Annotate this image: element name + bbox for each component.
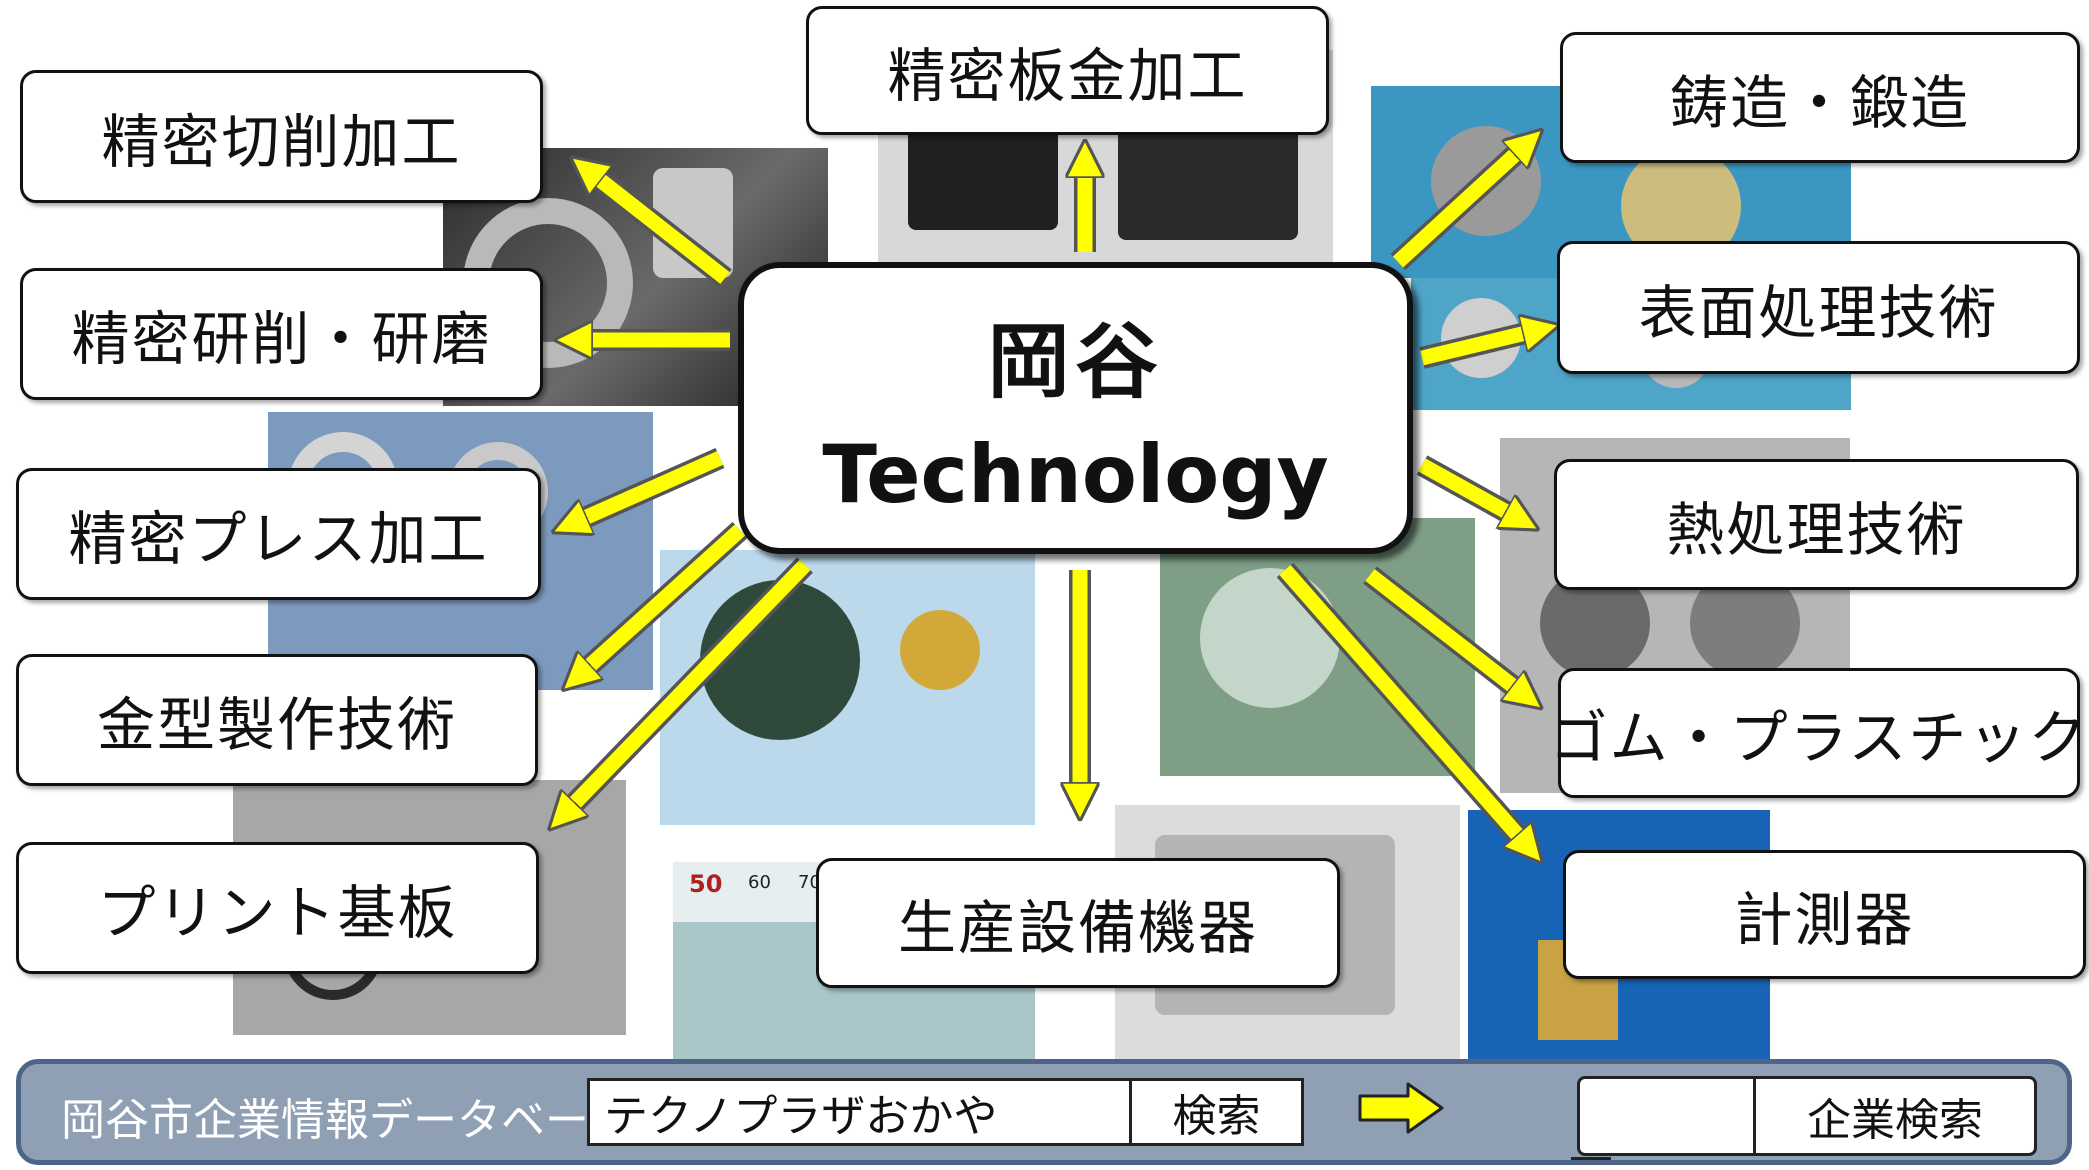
label-heat-treatment[interactable]: 熱処理技術 <box>1554 459 2079 590</box>
database-title: 岡谷市企業情報データベース <box>61 1095 631 1146</box>
label-measuring-instruments[interactable]: 計測器 <box>1563 850 2086 979</box>
label-surface-treatment[interactable]: 表面処理技術 <box>1557 241 2080 374</box>
company-search-button[interactable]: 企業検索 <box>1753 1076 2037 1156</box>
label-precision-sheet-metal[interactable]: 精密板金加工 <box>806 6 1329 135</box>
company-search-group: 企業検索 <box>1571 1076 2037 1160</box>
label-casting-forging[interactable]: 鋳造・鍛造 <box>1560 32 2080 163</box>
ruler-tick-50: 50 <box>689 870 723 898</box>
ruler-tick-70: 70 <box>798 872 821 893</box>
label-precision-cutting[interactable]: 精密切削加工 <box>20 70 543 203</box>
ruler-tick-60: 60 <box>748 872 771 893</box>
yellow-right-arrow-icon <box>1358 1082 1444 1134</box>
label-precision-press[interactable]: 精密プレス加工 <box>16 468 541 600</box>
corp-baseline <box>1571 1157 1611 1160</box>
company-search-input-box[interactable] <box>1577 1076 1757 1156</box>
hub-title-okaya: 岡谷 <box>987 315 1164 410</box>
label-precision-grinding[interactable]: 精密研削・研磨 <box>20 268 543 400</box>
search-input[interactable] <box>587 1078 1137 1146</box>
label-printed-circuit-board[interactable]: プリント基板 <box>16 842 539 974</box>
label-rubber-plastic[interactable]: ゴム・プラスチック <box>1550 668 2086 798</box>
hub-title-technology: Technology <box>822 428 1329 521</box>
okaya-technology-hub: 岡谷 Technology <box>738 262 1413 554</box>
company-database-bar: 岡谷市企業情報データベース 検索 企業検索 <box>16 1059 2072 1165</box>
search-button[interactable]: 検索 <box>1129 1078 1304 1146</box>
label-mold-making[interactable]: 金型製作技術 <box>16 654 538 786</box>
label-production-equipment[interactable]: 生産設備機器 <box>816 858 1340 988</box>
